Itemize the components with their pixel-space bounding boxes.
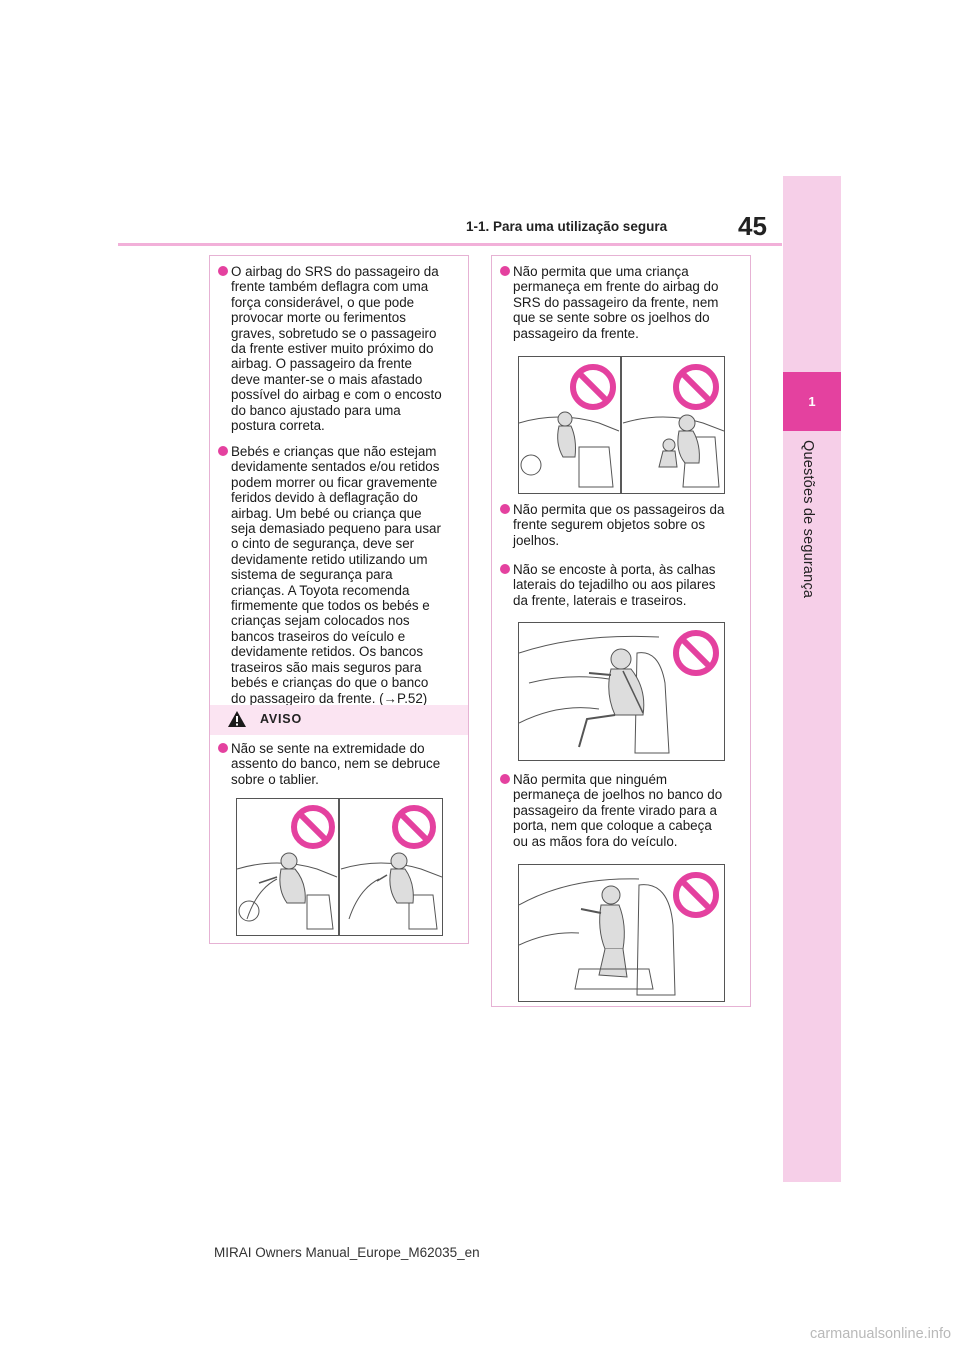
pink-circle-bullet-icon <box>500 266 510 276</box>
header-divider <box>118 243 782 246</box>
illustration-graphic <box>519 630 719 754</box>
prohibition-sign-icon <box>673 364 719 410</box>
list-item: O airbag do SRS do passageiro da frente … <box>218 264 462 433</box>
prohibition-sign-icon <box>673 872 719 918</box>
warning-header: AVISO <box>210 705 468 735</box>
warning-label: AVISO <box>260 712 302 726</box>
list-item: Não permita que ninguém permaneça de joe… <box>500 772 744 849</box>
illustration-graphic <box>519 357 724 493</box>
prohibition-sign-icon <box>392 805 436 849</box>
list-item: Não permita que uma criança permaneça em… <box>500 264 744 341</box>
pink-circle-bullet-icon <box>218 446 228 456</box>
left-content-box: O airbag do SRS do passageiro da frente … <box>209 255 469 944</box>
page-number: 45 <box>738 211 767 241</box>
list-item-text: Não permita que os passageiros da frente… <box>513 502 725 548</box>
illustration-graphic <box>519 872 719 996</box>
chapter-title-label: Questões de segurança <box>800 440 816 599</box>
illustration-child-front-seat <box>518 356 725 494</box>
manual-footer: MIRAI Owners Manual_Europe_M62035_en <box>214 1245 480 1260</box>
list-item: Bebés e crianças que não estejam devidam… <box>218 444 462 706</box>
list-item: Não se encoste à porta, às calhas latera… <box>500 562 744 608</box>
illustration-leaning-on-dashboard <box>236 798 443 936</box>
pink-circle-bullet-icon <box>500 774 510 784</box>
prohibition-sign-icon <box>570 364 616 410</box>
list-item-text: O airbag do SRS do passageiro da frente … <box>231 264 442 434</box>
chapter-number-tab[interactable]: 1 <box>783 372 841 431</box>
watermark: carmanualsonline.info <box>810 1326 952 1342</box>
illustration-graphic <box>237 799 442 935</box>
pink-circle-bullet-icon <box>500 564 510 574</box>
right-content-box: Não permita que uma criança permaneça em… <box>491 255 751 1007</box>
list-item-text: Não permita que uma criança permaneça em… <box>513 264 719 341</box>
prohibition-sign-icon <box>291 805 335 849</box>
list-item: Não se sente na extremidade do assento d… <box>218 741 462 787</box>
section-title: 1-1. Para uma utilização segura <box>466 219 668 234</box>
pink-circle-bullet-icon <box>218 743 228 753</box>
warning-triangle-icon <box>228 711 246 727</box>
list-item-text: Bebés e crianças que não estejam devidam… <box>231 444 441 706</box>
illustration-leaning-on-door <box>518 622 725 761</box>
list-item-text: Não se encoste à porta, às calhas latera… <box>513 562 716 608</box>
pink-circle-bullet-icon <box>500 504 510 514</box>
list-item: Não permita que os passageiros da frente… <box>500 502 744 548</box>
pink-circle-bullet-icon <box>218 266 228 276</box>
list-item-text: Não se sente na extremidade do assento d… <box>231 741 441 787</box>
chapter-side-tab <box>783 176 841 1182</box>
illustration-kneeling-on-seat <box>518 864 725 1002</box>
prohibition-sign-icon <box>673 630 719 676</box>
list-item-text: Não permita que ninguém permaneça de joe… <box>513 772 723 849</box>
